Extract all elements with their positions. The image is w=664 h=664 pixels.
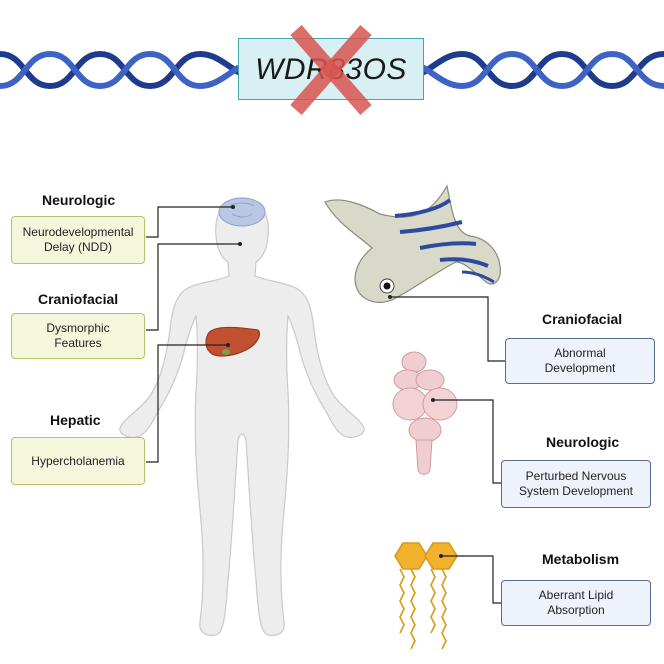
human-craniofacial-finding: Dysmorphic Features bbox=[11, 313, 145, 359]
zebrafish-neurologic-finding: Perturbed Nervous System Development bbox=[501, 460, 651, 508]
human-hepatic-finding: Hypercholanemia bbox=[11, 437, 145, 485]
dna-helix-right bbox=[421, 50, 664, 90]
connector-human-neurologic bbox=[146, 206, 233, 238]
zebrafish-craniofacial-finding: Abnormal Development bbox=[505, 338, 655, 384]
connector-zebrafish-craniofacial bbox=[390, 296, 506, 362]
human-hepatic-heading: Hepatic bbox=[50, 412, 101, 428]
knockout-cross-icon bbox=[290, 25, 372, 115]
connector-human-craniofacial bbox=[146, 243, 240, 331]
zebrafish-neurologic-heading: Neurologic bbox=[546, 434, 620, 450]
human-body bbox=[119, 197, 365, 637]
zebrafish-metabolism-heading: Metabolism bbox=[542, 551, 620, 567]
zebrafish-brain bbox=[392, 351, 458, 475]
lipid-molecules bbox=[394, 542, 458, 650]
human-neurologic-finding: Neurodevelopmental Delay (NDD) bbox=[11, 216, 145, 264]
connector-zebrafish-neurologic bbox=[433, 399, 502, 484]
zebrafish-metabolism-finding: Aberrant Lipid Absorption bbox=[501, 580, 651, 626]
zebrafish-craniofacial-heading: Craniofacial bbox=[542, 311, 623, 327]
connector-human-hepatic bbox=[146, 344, 228, 463]
human-craniofacial-heading: Craniofacial bbox=[38, 291, 119, 307]
connector-zebrafish-metabolism bbox=[441, 555, 502, 604]
connector-lines bbox=[146, 205, 506, 604]
zebrafish bbox=[324, 184, 501, 303]
dna-helix-left bbox=[0, 50, 241, 90]
human-neurologic-heading: Neurologic bbox=[42, 192, 116, 208]
